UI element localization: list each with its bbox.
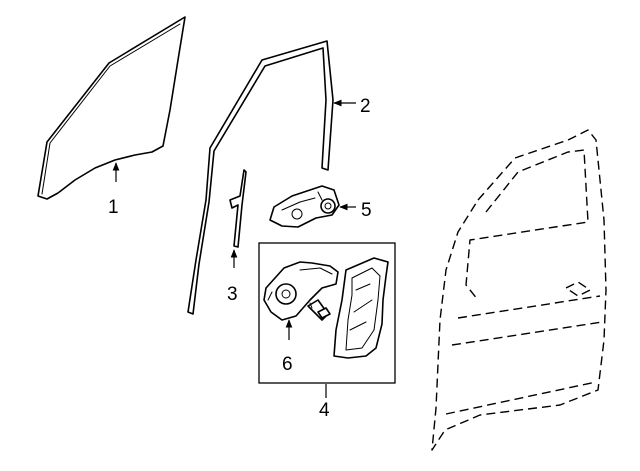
bolt-part[interactable] xyxy=(307,299,331,321)
door-glass-part[interactable] xyxy=(37,16,186,200)
callout-2: 2 xyxy=(360,96,371,117)
callout-5: 5 xyxy=(361,200,372,221)
window-guide-part[interactable] xyxy=(229,169,247,248)
callout-4: 4 xyxy=(319,400,330,421)
callout-1: 1 xyxy=(108,197,119,218)
regulator-assembly-box xyxy=(258,242,396,384)
run-channel-part[interactable] xyxy=(187,40,334,315)
window-motor-part[interactable] xyxy=(269,185,340,228)
front-door-shell[interactable] xyxy=(431,129,607,451)
window-regulator-part[interactable] xyxy=(333,257,389,359)
callout-6: 6 xyxy=(282,354,293,375)
callout-3: 3 xyxy=(227,284,238,305)
regulator-motor-part[interactable] xyxy=(263,261,339,321)
